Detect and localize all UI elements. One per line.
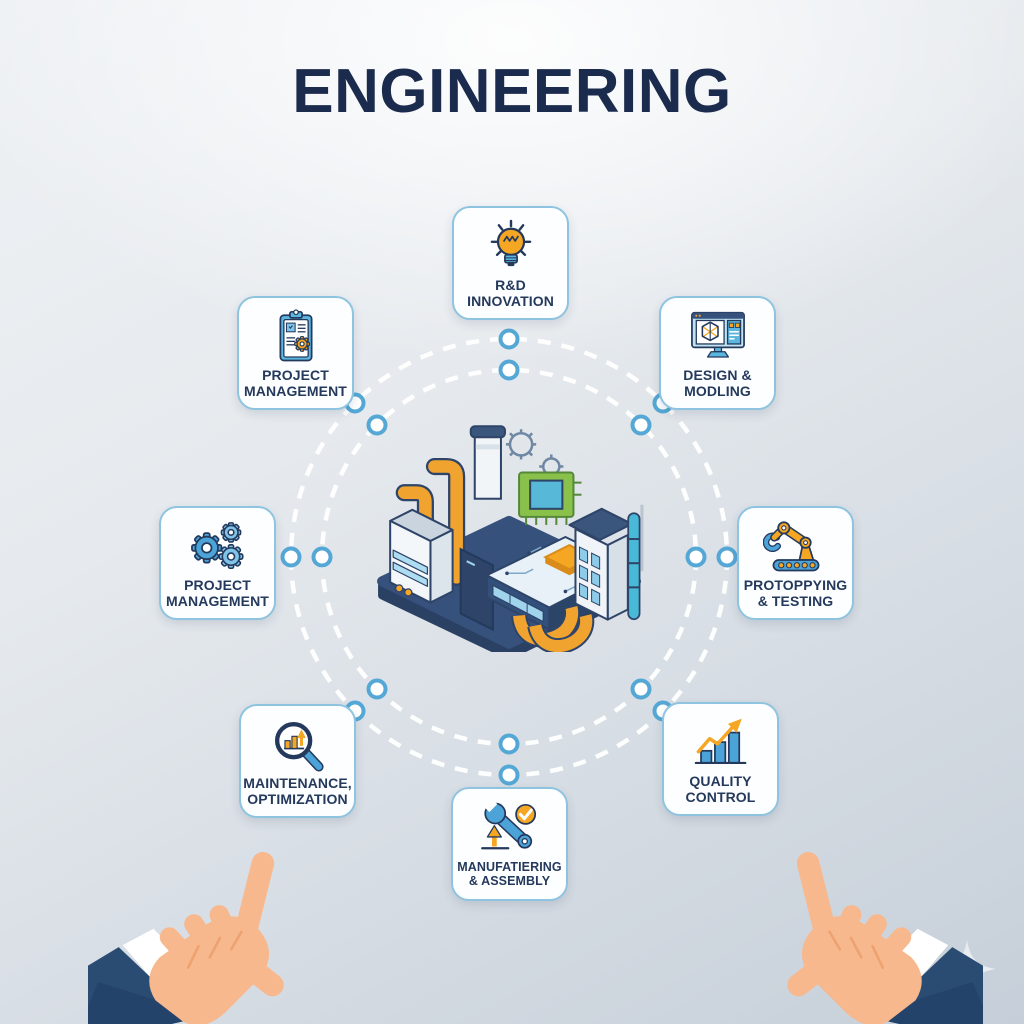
card-label-line: PROTOPPYING [743, 576, 848, 593]
cad-monitor-icon [685, 307, 751, 367]
card-manufacturing-assembly[interactable]: MANUFATIERING& ASSEMBLY [451, 787, 568, 901]
ring-node [366, 414, 388, 436]
wrench-check-icon [477, 800, 543, 860]
card-label-line: & ASSEMBLY [468, 874, 551, 888]
page-title: ENGINEERING [292, 57, 732, 126]
ring-node [685, 546, 707, 568]
ring-node [498, 764, 520, 786]
magnifier-chart-icon [265, 715, 331, 775]
card-design-modling[interactable]: DESIGN &MODLING [659, 296, 776, 410]
card-label-line: MAINTENANCE, [243, 774, 352, 791]
card-label-line: DESIGN & [683, 366, 752, 383]
ring-node [498, 359, 520, 381]
ring-node [716, 546, 738, 568]
card-label-line: MANAGEMENT [166, 593, 269, 609]
gears-icon [185, 517, 251, 577]
right-pointing-hand [787, 852, 983, 1024]
card-label-line: QUALITY [689, 772, 752, 789]
card-label-line: PROJECT [262, 366, 329, 383]
ring-node [366, 678, 388, 700]
card-label-line: MANAGEMENT [244, 383, 347, 399]
card-prototyping-testing[interactable]: PROTOPPYING& TESTING [737, 506, 854, 620]
ring-node [498, 328, 520, 350]
factory-illustration [377, 425, 644, 652]
ring-node [630, 678, 652, 700]
card-label-line: R&D [495, 276, 526, 293]
card-label-line: MANUFATIERING [457, 859, 562, 874]
card-label-line: CONTROL [685, 789, 756, 805]
left-pointing-hand [88, 852, 284, 1024]
ring-node [280, 546, 302, 568]
card-label-line: MODLING [684, 383, 751, 399]
growth-chart-icon [688, 713, 754, 773]
card-label-line: OPTIMIZATION [247, 791, 348, 807]
ring-node [498, 733, 520, 755]
lightbulb-icon [478, 217, 544, 277]
card-label-line: PROJECT [184, 576, 251, 593]
ring-node [630, 414, 652, 436]
robot-arm-icon [762, 517, 829, 577]
card-label-line: INNOVATION [467, 293, 554, 309]
card-label-line: & TESTING [757, 593, 834, 609]
card-maintenance-optimization[interactable]: MAINTENANCE,OPTIMIZATION [239, 704, 356, 818]
ring-node [311, 546, 333, 568]
clipboard-icon [263, 307, 329, 367]
